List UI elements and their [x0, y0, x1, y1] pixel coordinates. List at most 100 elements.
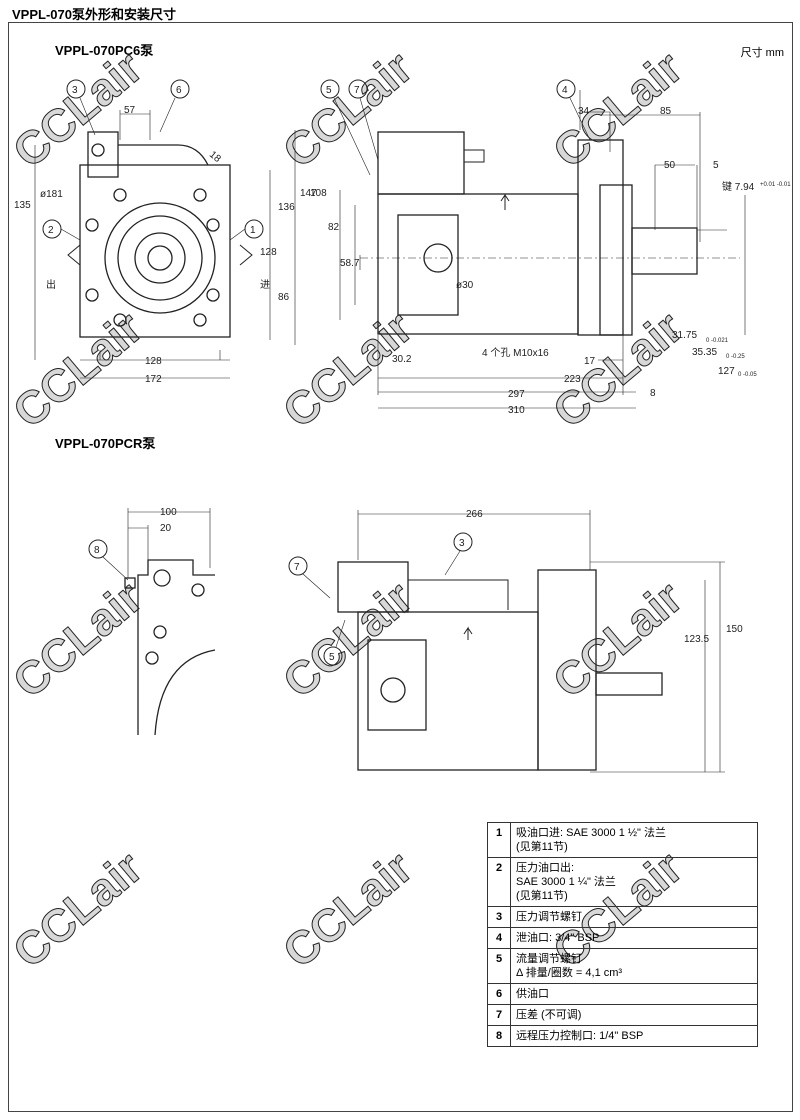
svg-text:150: 150 — [726, 624, 743, 635]
svg-text:CCLair: CCLair — [3, 571, 152, 708]
svg-text:8: 8 — [94, 545, 100, 556]
legend-line: Δ 排量/圈数 = 4,1 cm³ — [516, 967, 623, 979]
pc6-side-view — [360, 131, 740, 336]
legend-number: 8 — [487, 1025, 511, 1047]
svg-text:CCLair: CCLair — [273, 41, 422, 178]
drawing-frame — [8, 22, 793, 1112]
pcr-callouts: 8 7 3 5 — [88, 532, 473, 666]
svg-text:34: 34 — [578, 106, 590, 117]
legend-description: 远程压力控制口: 1/4" BSP — [510, 1025, 758, 1047]
legend-line: 压力调节螺钉 — [516, 911, 582, 923]
legend-description: 压差 (不可调) — [510, 1004, 758, 1026]
legend-row: 3 压力调节螺钉 — [487, 906, 758, 928]
legend-row: 4 泄油口: 3/4" BSP — [487, 927, 758, 949]
svg-text:266: 266 — [466, 509, 483, 520]
pc6-side-dim-text: 108 82 58.7 ø30 30.2 4 个孔 M10x16 223 297… — [310, 106, 791, 416]
svg-text:CCLair: CCLair — [3, 301, 152, 438]
pc6-callouts: 3 6 5 7 4 2 1 — [42, 79, 591, 241]
svg-text:ø181: ø181 — [40, 189, 63, 200]
svg-text:20: 20 — [160, 523, 172, 534]
legend-line: 供油口 — [516, 988, 549, 1000]
pc6-front-dims — [34, 110, 296, 379]
legend-row: 6 供油口 — [487, 983, 758, 1005]
pcr-title: VPPL-070PCR泵 — [55, 436, 156, 451]
pcr-front-view — [337, 561, 663, 771]
svg-text:CCLair: CCLair — [273, 301, 422, 438]
svg-text:键 7.94: 键 7.94 — [722, 180, 755, 193]
svg-text:172: 172 — [145, 374, 162, 385]
legend-number: 6 — [487, 983, 511, 1005]
svg-text:108: 108 — [310, 188, 327, 199]
pcr-side-partial-view — [124, 559, 216, 736]
svg-text:30.2: 30.2 — [392, 354, 412, 365]
pc6-title: VPPL-070PC6泵 — [55, 43, 154, 58]
svg-text:7: 7 — [294, 562, 300, 573]
svg-text:4: 4 — [562, 85, 568, 96]
legend-description: 供油口 — [510, 983, 758, 1005]
legend-line: 泄油口: 3/4" BSP — [516, 932, 600, 944]
svg-text:31.75: 31.75 — [672, 330, 697, 341]
legend-line: 压差 (不可调) — [516, 1009, 582, 1021]
legend-description: 吸油口进: SAE 3000 1 ½" 法兰 (见第11节) — [510, 822, 758, 858]
legend-number: 3 — [487, 906, 511, 928]
svg-text:ø30: ø30 — [456, 280, 474, 291]
legend-line: 远程压力控制口: 1/4" BSP — [516, 1030, 644, 1042]
svg-text:1: 1 — [250, 225, 256, 236]
legend-line: 流量调节螺钉 — [516, 953, 582, 965]
legend-row: 8 远程压力控制口: 1/4" BSP — [487, 1025, 758, 1047]
legend-description: 压力油口出: SAE 3000 1 ¼" 法兰 (见第11节) — [510, 857, 758, 907]
svg-text:35.35: 35.35 — [692, 347, 717, 358]
svg-text:17: 17 — [584, 356, 596, 367]
svg-text:5: 5 — [326, 85, 332, 96]
pc6-side-dims — [339, 90, 746, 409]
pcr-front-dims — [357, 510, 725, 773]
legend-description: 压力调节螺钉 — [510, 906, 758, 928]
svg-text:18: 18 — [207, 149, 223, 165]
legend-line: 吸油口进: SAE 3000 1 ½" 法兰 — [516, 827, 667, 839]
svg-text:0 -0.021: 0 -0.021 — [706, 338, 729, 344]
svg-text:58.7: 58.7 — [340, 258, 360, 269]
legend-line: (见第11节) — [516, 890, 568, 902]
legend-line: SAE 3000 1 ¼" 法兰 — [516, 876, 616, 888]
legend-line: (见第11节) — [516, 841, 568, 853]
legend-number: 2 — [487, 857, 511, 907]
svg-text:136: 136 — [278, 202, 295, 213]
svg-text:CCLair: CCLair — [543, 571, 692, 708]
page-title: VPPL-070泵外形和安装尺寸 — [12, 7, 176, 22]
svg-text:127: 127 — [718, 366, 735, 377]
svg-text:85: 85 — [660, 106, 672, 117]
svg-text:223: 223 — [564, 374, 581, 385]
svg-text:进: 进 — [260, 279, 270, 291]
pc6-front-view — [67, 131, 253, 338]
svg-text:0 -0.05: 0 -0.05 — [738, 372, 757, 378]
svg-text:CCLair: CCLair — [273, 571, 422, 708]
svg-text:147: 147 — [300, 188, 317, 199]
svg-text:4 个孔 M10x16: 4 个孔 M10x16 — [482, 347, 549, 359]
legend-number: 4 — [487, 927, 511, 949]
legend-row: 2 压力油口出: SAE 3000 1 ¼" 法兰 (见第11节) — [487, 857, 758, 907]
svg-text:128: 128 — [260, 247, 277, 258]
pcr-dim-text: 100 20 266 150 123.5 — [160, 507, 743, 645]
svg-text:CCLair: CCLair — [3, 841, 152, 978]
svg-text:8: 8 — [650, 388, 656, 399]
svg-text:57: 57 — [124, 105, 136, 116]
svg-text:+0.01 -0.01: +0.01 -0.01 — [760, 182, 791, 188]
svg-text:128: 128 — [145, 356, 162, 367]
svg-text:7: 7 — [354, 85, 360, 96]
svg-text:6: 6 — [176, 85, 182, 96]
legend-line: 压力油口出: — [516, 862, 575, 874]
pc6-front-dim-text: 57 18 ø181 135 147 136 128 86 128 172 出 … — [14, 105, 317, 385]
svg-text:CCLair: CCLair — [273, 841, 422, 978]
svg-text:0 -0.25: 0 -0.25 — [726, 354, 745, 360]
svg-text:82: 82 — [328, 222, 340, 233]
svg-text:5: 5 — [329, 652, 335, 663]
svg-text:3: 3 — [72, 85, 78, 96]
svg-text:CCLair: CCLair — [543, 301, 692, 438]
legend-description: 流量调节螺钉 Δ 排量/圈数 = 4,1 cm³ — [510, 948, 758, 984]
unit-label: 尺寸 mm — [740, 47, 784, 59]
pcr-side-dims — [127, 508, 211, 578]
